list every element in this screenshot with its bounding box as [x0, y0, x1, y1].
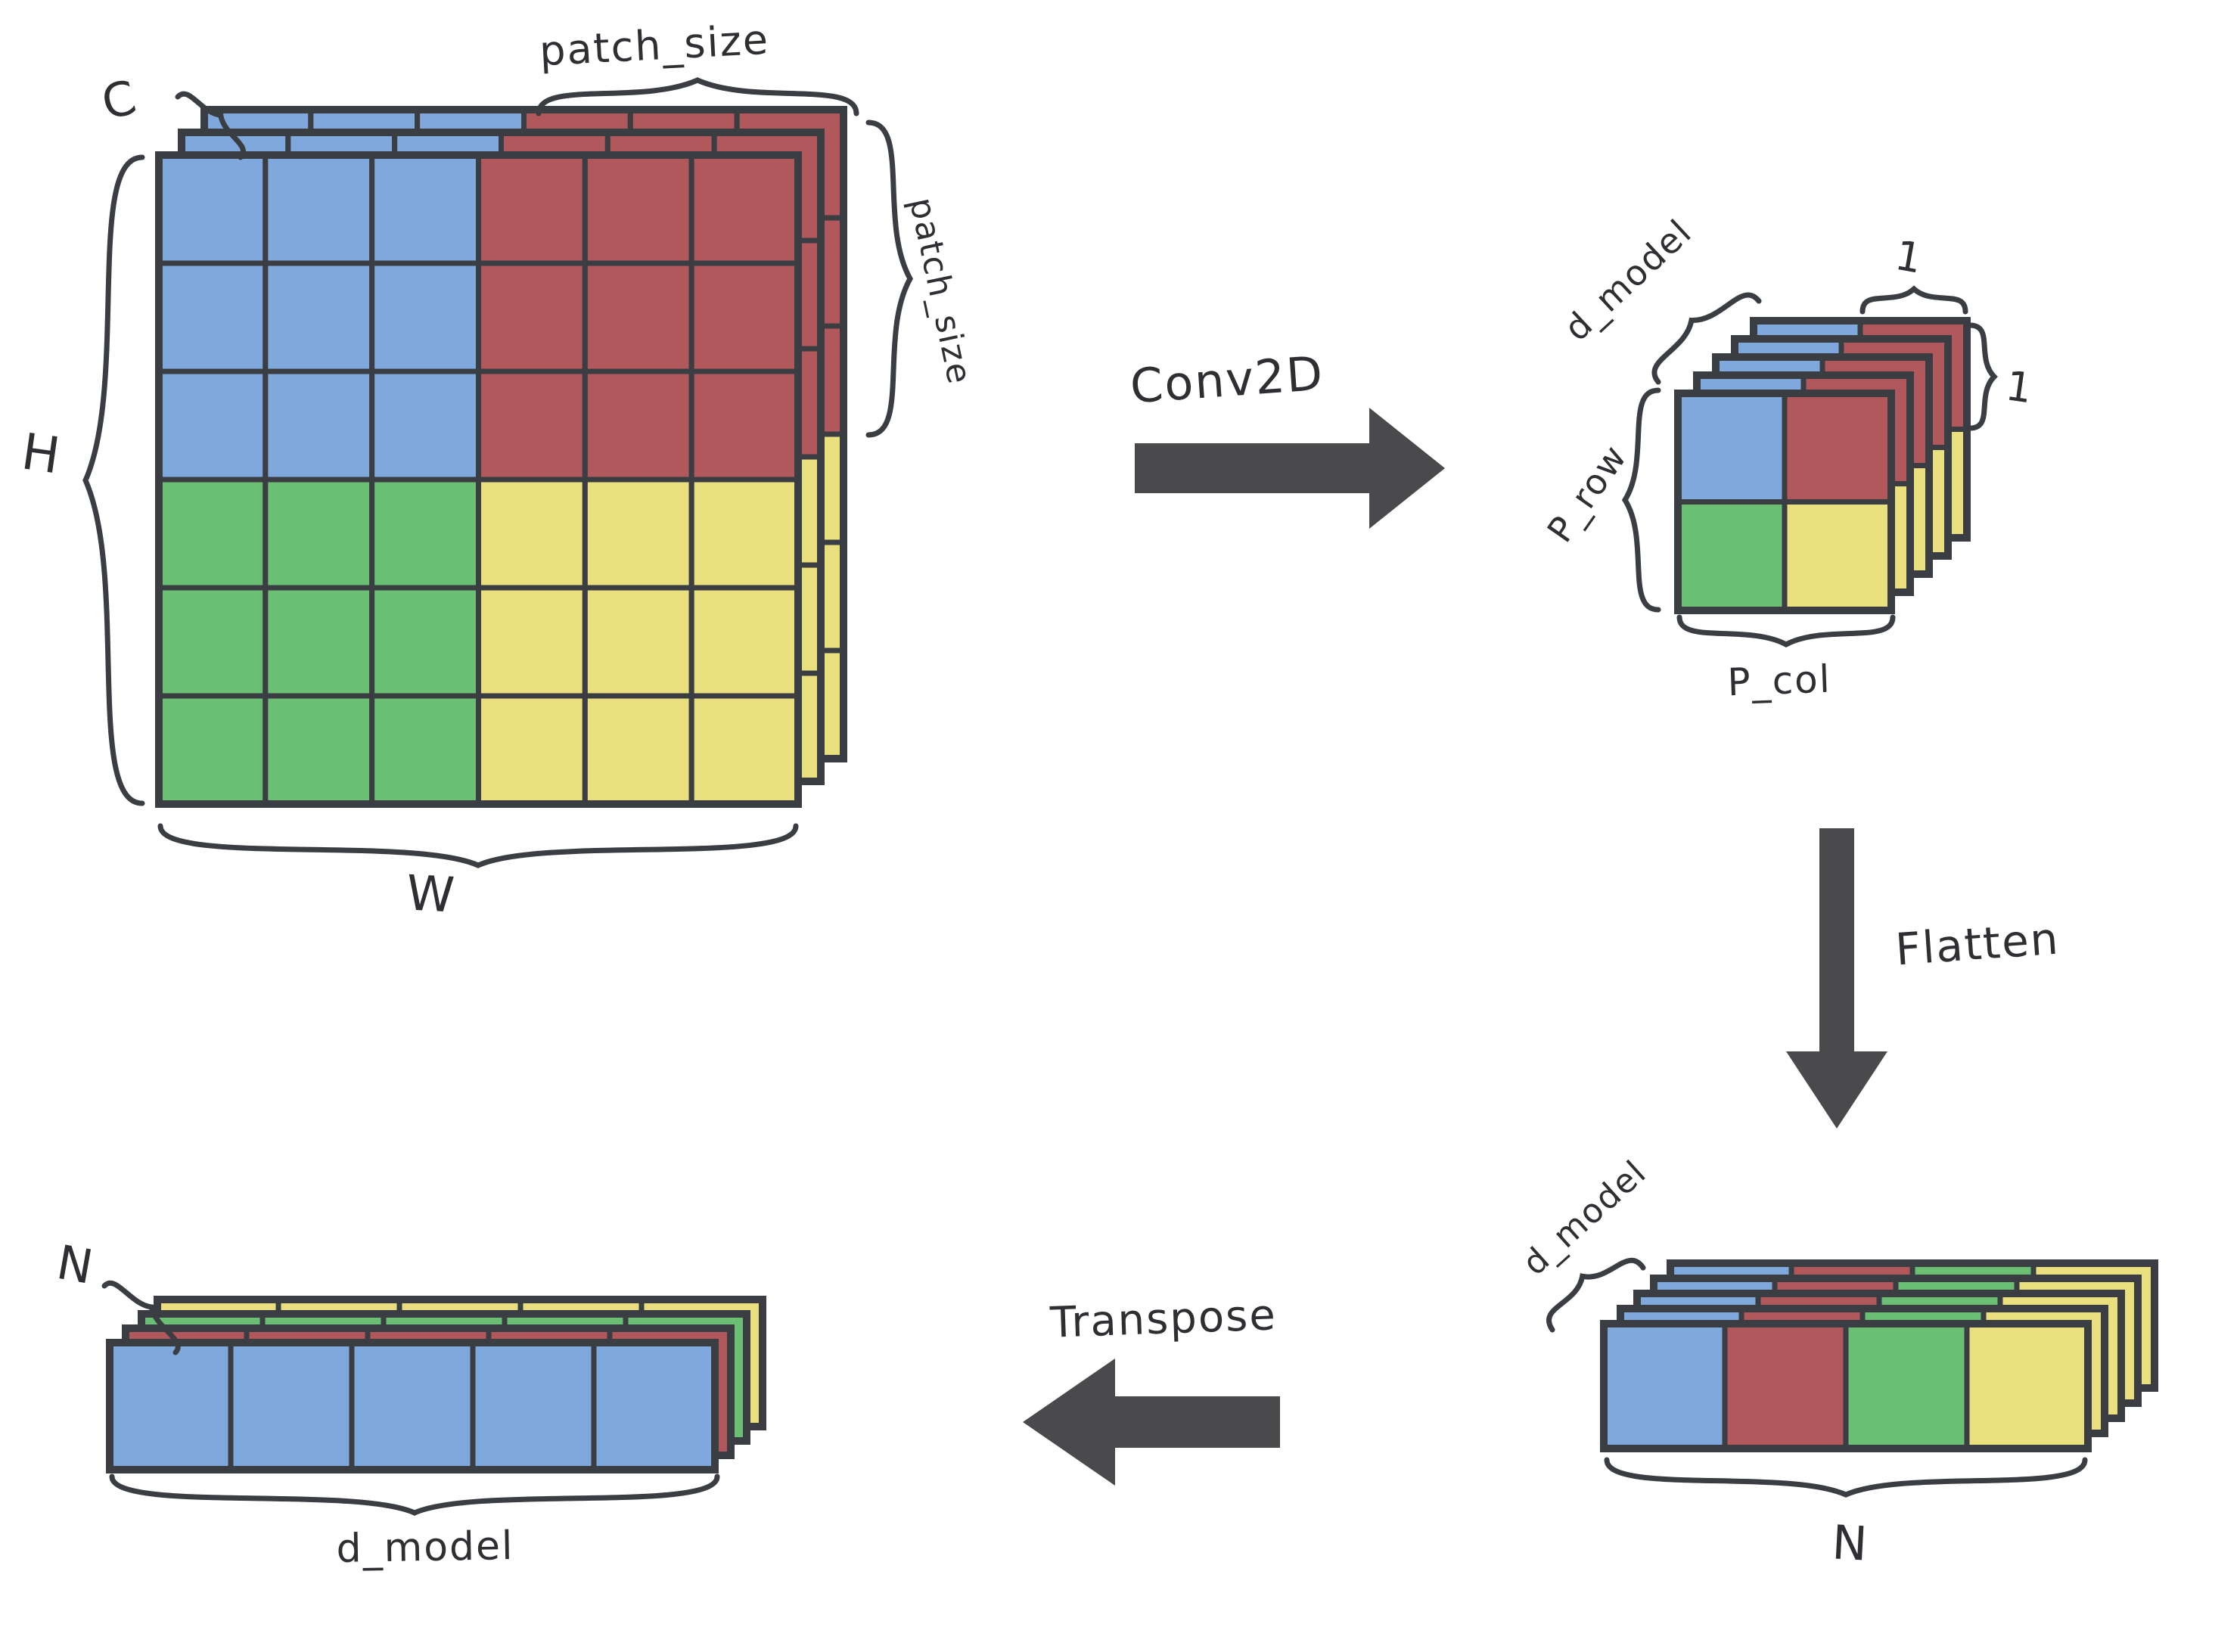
- transposed-tensor: [106, 1296, 766, 1473]
- tensor-cell: [263, 693, 375, 807]
- tensor-cell: [476, 368, 588, 483]
- tensor-cell: [1964, 1321, 2091, 1452]
- tensor-cell: [369, 368, 481, 483]
- tensor-cell: [369, 477, 481, 591]
- tensor-cell: [476, 585, 588, 699]
- brace-h: [82, 154, 145, 806]
- brace-n-br: [1604, 1457, 2088, 1498]
- label-d-model-transposed: d_model: [336, 1523, 514, 1573]
- label-p-col: P_col: [1726, 657, 1832, 705]
- tensor-cell: [107, 1340, 234, 1473]
- conv-output-tensor-outline: [1674, 390, 1895, 614]
- tensor-cell: [582, 368, 694, 483]
- tensor-cell: [1843, 1321, 1970, 1452]
- tensor-cell: [156, 152, 269, 266]
- tensor-cell: [228, 1340, 355, 1473]
- input-tensor-outline: [155, 151, 802, 808]
- tensor-cell: [369, 585, 481, 699]
- tensor-cell: [156, 368, 269, 483]
- flattened-tensor-layer-0: [1600, 1320, 2092, 1452]
- label-transpose: Transpose: [1049, 1290, 1278, 1348]
- brace-patch-size-right: [865, 120, 914, 438]
- tensor-cell: [1675, 390, 1788, 505]
- input-tensor-layer-0: [155, 151, 802, 808]
- tensor-cell: [582, 585, 694, 699]
- input-tensor: [155, 106, 847, 808]
- transposed-tensor-outline: [106, 1339, 719, 1473]
- tensor-cell: [1601, 1321, 1728, 1452]
- flatten-arrow: [1786, 828, 1887, 1129]
- brace-w: [157, 823, 799, 868]
- conv-output-tensor-layer-0: [1674, 390, 1895, 614]
- brace-one-top: [1859, 285, 1968, 315]
- label-n-flattened: N: [1830, 1514, 1871, 1572]
- tensor-cell: [263, 585, 375, 699]
- tensor-cell: [688, 260, 801, 374]
- brace-p-col: [1676, 614, 1896, 647]
- tensor-cell: [156, 260, 269, 374]
- tensor-cell: [582, 152, 694, 266]
- brace-p-row: [1621, 387, 1661, 613]
- flattened-tensor: [1600, 1259, 2158, 1452]
- tensor-cell: [476, 693, 588, 807]
- label-width: W: [405, 865, 458, 924]
- tensor-cell: [263, 152, 375, 266]
- tensor-cell: [476, 260, 588, 374]
- brace-d-model-bl: [109, 1473, 720, 1516]
- tensor-cell: [688, 477, 801, 591]
- brace-d-model-br: [1546, 1257, 1646, 1333]
- tensor-cell: [476, 152, 588, 266]
- transposed-tensor-layer-0: [106, 1339, 719, 1473]
- tensor-cell: [688, 693, 801, 807]
- conv-output-tensor: [1674, 317, 1971, 614]
- tensor-cell: [1675, 499, 1788, 613]
- brace-patch-size-top: [536, 77, 859, 116]
- flattened-tensor-outline: [1600, 1320, 2092, 1452]
- tensor-cell: [591, 1340, 718, 1473]
- brace-n-bl: [101, 1280, 181, 1355]
- tensor-cell: [156, 693, 269, 807]
- transpose-arrow: [1023, 1359, 1280, 1486]
- brace-one-right: [1967, 322, 1998, 431]
- tensor-cell: [369, 152, 481, 266]
- tensor-cell: [156, 585, 269, 699]
- tensor-cell: [582, 477, 694, 591]
- tensor-cell: [688, 152, 801, 266]
- tensor-cell: [1782, 390, 1894, 505]
- tensor-cell: [688, 585, 801, 699]
- tensor-cell: [470, 1340, 597, 1473]
- tensor-cell: [263, 260, 375, 374]
- conv2d-arrow: [1135, 408, 1445, 529]
- tensor-cell: [369, 260, 481, 374]
- brace-c: [175, 91, 246, 160]
- tensor-cell: [476, 477, 588, 591]
- tensor-cell: [582, 693, 694, 807]
- tensor-cell: [1782, 499, 1894, 613]
- tensor-cell: [369, 693, 481, 807]
- label-height: H: [18, 422, 65, 486]
- brace-d-model-tr: [1651, 292, 1762, 385]
- tensor-cell: [688, 368, 801, 483]
- tensor-cell: [582, 260, 694, 374]
- tensor-cell: [1722, 1321, 1849, 1452]
- tensor-cell: [349, 1340, 476, 1473]
- tensor-cell: [263, 368, 375, 483]
- tensor-cell: [156, 477, 269, 591]
- tensor-cell: [263, 477, 375, 591]
